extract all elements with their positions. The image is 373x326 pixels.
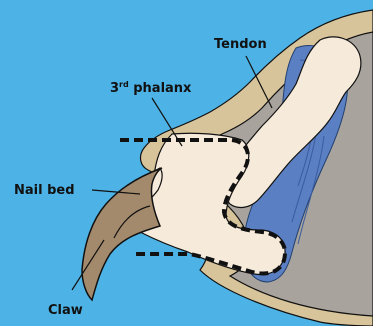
phalanx-label-word: phalanx <box>129 81 192 96</box>
phalanx-label-superscript: rd <box>119 80 129 89</box>
tendon-label: Tendon <box>214 37 267 52</box>
phalanx-label-number: 3 <box>110 81 119 96</box>
claw-label: Claw <box>48 303 83 318</box>
nail-bed-label: Nail bed <box>14 183 75 198</box>
